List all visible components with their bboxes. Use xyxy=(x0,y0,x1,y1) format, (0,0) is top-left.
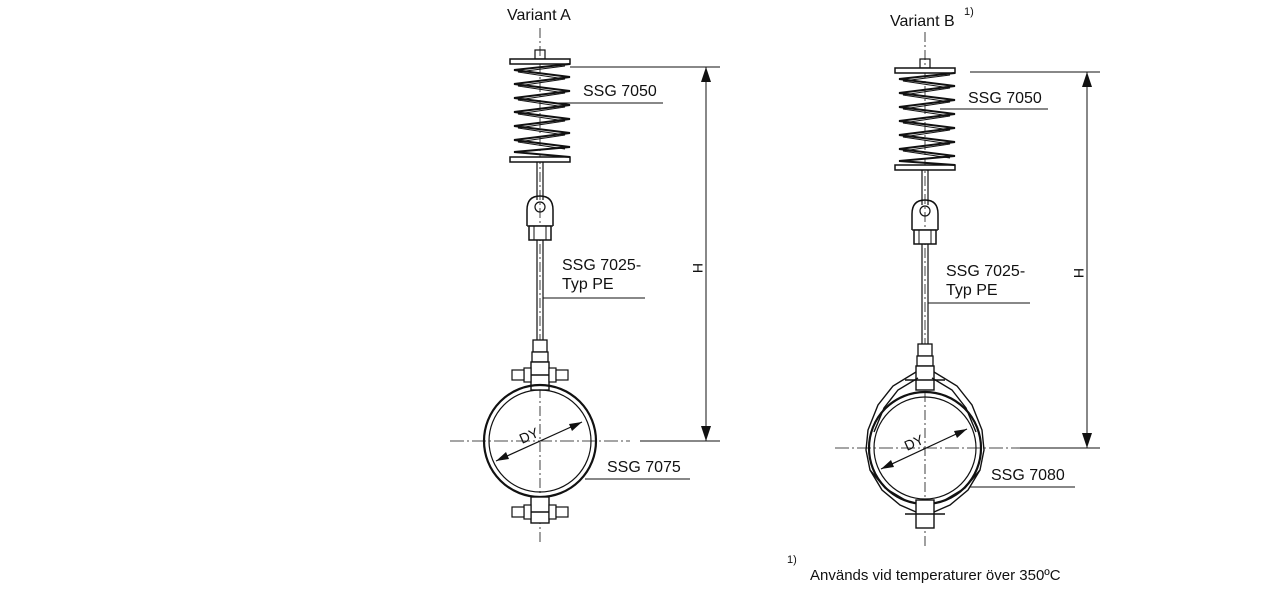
variant-b-rod-label-1: SSG 7025- xyxy=(946,263,1025,280)
variant-a-spring-label: SSG 7050 xyxy=(583,83,657,100)
variant-a-drawing: Variant A xyxy=(450,7,720,545)
variant-b-drawing: Variant B 1) xyxy=(835,6,1100,548)
variant-b-footnote-ref: 1) xyxy=(964,6,974,18)
variant-b-height-label: H xyxy=(1071,268,1087,278)
variant-a-diameter-arrow xyxy=(495,421,583,462)
variant-a-spring xyxy=(509,49,571,163)
variant-b-eye-connector xyxy=(911,199,939,245)
footnote-marker: 1) xyxy=(787,554,797,566)
variant-b-rod-label-2: Typ PE xyxy=(946,282,998,299)
variant-b-title: Variant B xyxy=(890,13,955,30)
variant-b-clamp-label: SSG 7080 xyxy=(991,467,1065,484)
variant-a-title: Variant A xyxy=(507,7,571,24)
variant-a-height-label: H xyxy=(690,263,706,273)
variant-b-spring-label: SSG 7050 xyxy=(968,90,1042,107)
variant-a-rod-label-1: SSG 7025- xyxy=(562,257,641,274)
variant-b-diameter-label: DY xyxy=(902,431,927,454)
footnote: 1) Används vid temperaturer över 350ºC xyxy=(787,554,1061,584)
variant-a-diameter-label: DY xyxy=(517,424,542,447)
variant-b-spring xyxy=(894,58,956,171)
variant-a-eye-connector xyxy=(526,195,554,241)
variant-b-diameter-arrow xyxy=(880,428,968,470)
footnote-text: Används vid temperaturer över 350ºC xyxy=(810,567,1061,584)
variant-b-clamp xyxy=(865,365,985,529)
variant-a-clamp-label: SSG 7075 xyxy=(607,459,681,476)
variant-a-rod-label-2: Typ PE xyxy=(562,276,614,293)
